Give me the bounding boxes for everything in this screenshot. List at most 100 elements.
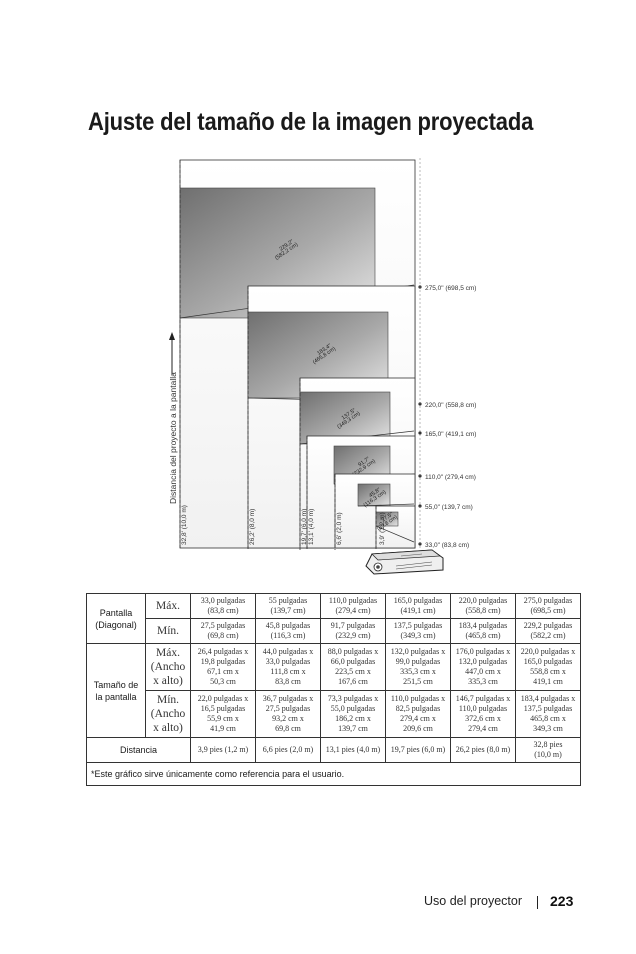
cell-text: 165,0 pulgadas bbox=[393, 596, 443, 605]
cell-text: 279,4 cm bbox=[468, 724, 498, 733]
cell-text: 27,5 pulgadas bbox=[200, 621, 246, 630]
cell-value-block: 229,2 pulgadas(582,2 cm) bbox=[518, 621, 578, 641]
cell-value-block: 91,7 pulgadas(232,9 cm) bbox=[323, 621, 383, 641]
cell-text: 137,5 pulgadas bbox=[393, 621, 443, 630]
diagonal-size-label: 165,0" (419,1 cm) bbox=[425, 431, 476, 438]
cell-text: 132,0 pulgadas x bbox=[390, 647, 446, 656]
cell-text: 27,5 pulgadas bbox=[265, 704, 311, 713]
cell-text: 176,0 pulgadas x bbox=[455, 647, 511, 656]
cell-text: (558,8 cm) bbox=[465, 606, 501, 615]
cell-text: (83,8 cm) bbox=[207, 606, 239, 615]
cell-text: 83,8 cm bbox=[275, 677, 301, 686]
cell-text: 41,9 cm bbox=[210, 724, 236, 733]
tamano-header: Tamaño de la pantalla bbox=[86, 643, 146, 738]
cell-text: 66,0 pulgadas bbox=[330, 657, 376, 666]
cell-text: 110,0 pulgadas bbox=[328, 596, 378, 605]
cell-text: 73,3 pulgadas x bbox=[327, 694, 379, 703]
table-cell: 91,7 pulgadas(232,9 cm) bbox=[320, 618, 386, 644]
cell-text: 82,5 pulgadas bbox=[395, 704, 441, 713]
cell-text: 91,7 pulgadas bbox=[330, 621, 376, 630]
cell-text: 419,1 cm bbox=[533, 677, 563, 686]
footer-section-title: Uso del proyector bbox=[424, 894, 522, 908]
max-label: Máx. bbox=[145, 593, 191, 619]
cell-value-block: 26,2 pies (8,0 m) bbox=[453, 745, 513, 755]
table-cell: 229,2 pulgadas(582,2 cm) bbox=[515, 618, 581, 644]
table-cell: 6,6 pies (2,0 m) bbox=[255, 737, 321, 763]
cell-value-block: 220,0 pulgadas(558,8 cm) bbox=[453, 596, 513, 616]
cell-text: 36,7 pulgadas x bbox=[262, 694, 314, 703]
cell-text: 93,2 cm x bbox=[272, 714, 304, 723]
table-row-size-max: Tamaño de la pantalla Máx. (Ancho x alto… bbox=[86, 643, 581, 738]
distance-label: 6,6' (2,0 m) bbox=[336, 512, 343, 545]
vertical-axis-label: Distancia del proyecto a la pantalla bbox=[168, 372, 178, 504]
table-cell: 26,2 pies (8,0 m) bbox=[450, 737, 516, 763]
cell-value-block: 19,7 pies (6,0 m) bbox=[388, 745, 448, 755]
diagonal-line bbox=[357, 503, 415, 507]
screen-image bbox=[357, 483, 391, 507]
cell-text: 220,0 pulgadas x bbox=[520, 647, 576, 656]
page-footer: Uso del proyector 223 bbox=[0, 893, 636, 914]
table-cell: 165,0 pulgadas(419,1 cm) bbox=[385, 593, 451, 619]
cell-text: (116,3 cm) bbox=[270, 631, 306, 640]
diagonal-size-label: 55,0" (139,7 cm) bbox=[425, 504, 473, 511]
cell-text: 50,3 cm bbox=[210, 677, 236, 686]
page-number: 223 bbox=[550, 893, 574, 909]
cell-value-block: 6,6 pies (2,0 m) bbox=[258, 745, 318, 755]
distance-label: 13,1' (4,0 m) bbox=[308, 509, 315, 545]
cell-text: 165,0 pulgadas bbox=[523, 657, 573, 666]
projector-icon bbox=[365, 549, 444, 575]
table-cell: 3,9 pies (1,2 m) bbox=[190, 737, 256, 763]
distancia-header: Distancia bbox=[86, 737, 191, 763]
distance-label: 32,8' (10,0 m) bbox=[181, 505, 188, 545]
cell-text: 229,2 pulgadas bbox=[523, 621, 573, 630]
cell-text: 3,9 pies (1,2 m) bbox=[197, 745, 249, 754]
cell-value-block: 110,0 pulgadas(279,4 cm) bbox=[323, 596, 383, 616]
cell-text: 33,0 pulgadas bbox=[200, 596, 246, 605]
cell-text: (582,2 cm) bbox=[530, 631, 566, 640]
table-row-distancia: Distancia 3,9 pies (1,2 m) 6,6 pies (2,0… bbox=[86, 737, 581, 763]
distance-label: 19,7' (6,0 m) bbox=[301, 509, 308, 545]
cell-text: 19,8 pulgadas bbox=[200, 657, 246, 666]
table-cell: 183,4 pulgadas(465,8 cm) bbox=[450, 618, 516, 644]
cell-value-block: 3,9 pies (1,2 m) bbox=[193, 745, 253, 755]
cell-text: 275,0 pulgadas bbox=[523, 596, 573, 605]
cell-text: 67,1 cm x bbox=[207, 667, 239, 676]
cell-text: 349,3 cm bbox=[533, 724, 563, 733]
table-cell: 32,8 pies(10,0 m) bbox=[515, 737, 581, 763]
cell-text: 16,5 pulgadas bbox=[200, 704, 246, 713]
cell-text: 111,8 cm x bbox=[270, 667, 306, 676]
cell-text: 209,6 cm bbox=[403, 724, 433, 733]
cell-value-block: 45,8 pulgadas(116,3 cm) bbox=[258, 621, 318, 641]
cell-text: 223,5 cm x bbox=[335, 667, 371, 676]
cell-text: 558,8 cm x bbox=[530, 667, 566, 676]
cell-text: (419,1 cm) bbox=[400, 606, 436, 615]
cell-text: 110,0 pulgadas x bbox=[390, 694, 446, 703]
cell-value-block: 137,5 pulgadas(349,3 cm) bbox=[388, 621, 448, 641]
cell-text: 55 pulgadas bbox=[268, 596, 308, 605]
diagonal-size-label: 220,0" (558,8 cm) bbox=[425, 402, 476, 409]
cell-text: 372,6 cm x bbox=[465, 714, 501, 723]
cell-text: 146,7 pulgadas x bbox=[455, 694, 511, 703]
screen-size-diagram: Distancia del proyecto a la pantalla 275… bbox=[168, 158, 476, 575]
cell-text: 6,6 pies (2,0 m) bbox=[262, 745, 314, 754]
size-min-label: Mín. (Ancho x alto) bbox=[145, 690, 191, 738]
